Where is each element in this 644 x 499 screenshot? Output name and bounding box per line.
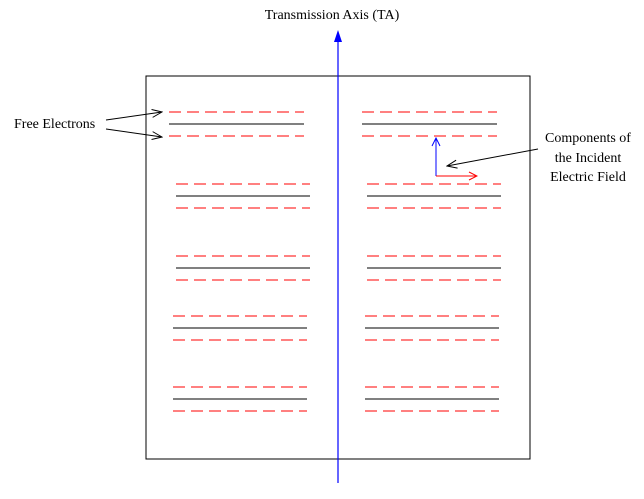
free-electrons-pointer-top: [105, 112, 162, 121]
transmission-axis-label: Transmission Axis (TA): [265, 8, 400, 23]
wire-grid: [169, 111, 501, 412]
field-label-line-2: the Incident: [555, 151, 622, 166]
field-label-line-3: Electric Field: [550, 170, 626, 185]
free-electrons-label: Free Electrons: [14, 117, 95, 132]
transmission-axis-arrowhead: [334, 30, 342, 42]
field-label-pointer: [447, 148, 539, 166]
free-electrons-pointer-bottom: [105, 128, 162, 137]
field-label-line-1: Components of: [545, 131, 631, 146]
